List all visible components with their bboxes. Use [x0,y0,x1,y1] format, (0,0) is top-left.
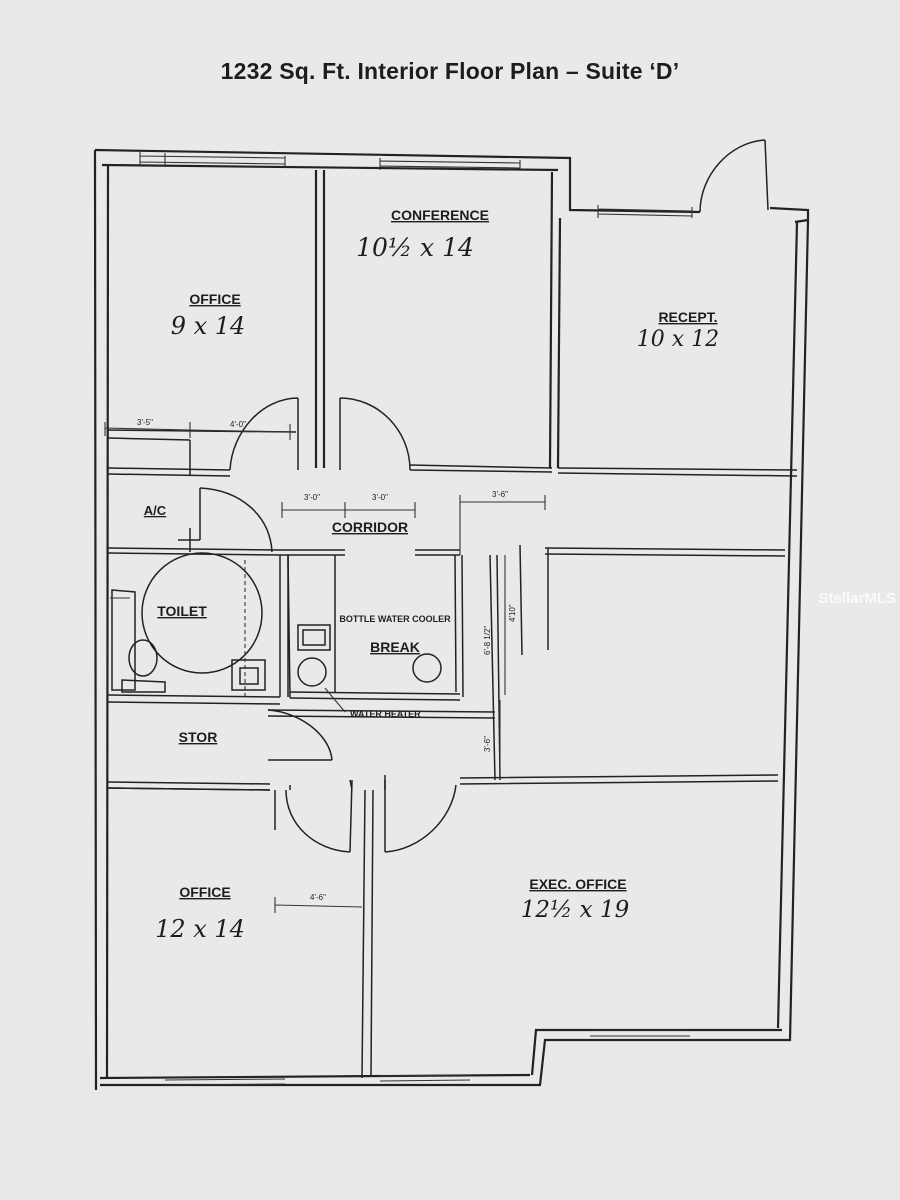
dim-label: 4'10" [508,604,517,622]
stor-label: STOR [179,729,218,745]
dim-label: 3'-0" [304,493,320,502]
toilet-label: TOILET [157,603,207,619]
water-heater-label: WATER HEATER [350,709,421,719]
break-sink-icon [297,624,331,651]
conference-label: CONFERENCE [391,207,489,223]
page-title: 1232 Sq. Ft. Interior Floor Plan – Suite… [220,58,680,84]
office-sw-label: OFFICE [179,884,230,900]
fixtures [110,552,442,713]
door-swings [199,397,457,853]
water-heater-icon [297,657,327,687]
interior-walls [107,170,798,1079]
office-sw-size: 12 x 14 [155,915,245,943]
dim-label: 3'-5" [137,418,153,427]
office-nw-label: OFFICE [189,291,240,307]
water-cooler-icon [412,653,442,683]
recept-label: RECEPT. [658,309,717,325]
office-nw-size: 9 x 14 [171,312,246,340]
conference-size: 10½ x 14 [356,233,474,262]
corridor-label: CORRIDOR [332,519,408,535]
exec-office-label: EXEC. OFFICE [529,876,626,892]
toilet-bowl-icon [128,639,158,677]
dim-label: 3'-6" [483,736,492,752]
dim-label: 4'-0" [230,420,246,429]
break-label: BREAK [370,639,420,655]
outer-walls [93,148,810,1091]
toilet-turning-circle [141,552,263,674]
dim-label: 3'-0" [372,493,388,502]
dim-label: 6'-8 1/2" [483,626,492,655]
watermark: StellarMLS [818,590,896,607]
break-note: BOTTLE WATER COOLER [339,614,451,624]
ac-label: A/C [144,503,167,518]
windows [139,152,693,1086]
exec-office-size: 12½ x 19 [521,897,629,923]
dim-label: 4'-6" [310,893,326,902]
dim-label: 3'-6" [492,490,508,499]
dimension-lines [104,422,546,913]
sink-icon [231,659,266,691]
entry-door [699,139,769,213]
recept-size: 10 x 12 [637,327,719,352]
